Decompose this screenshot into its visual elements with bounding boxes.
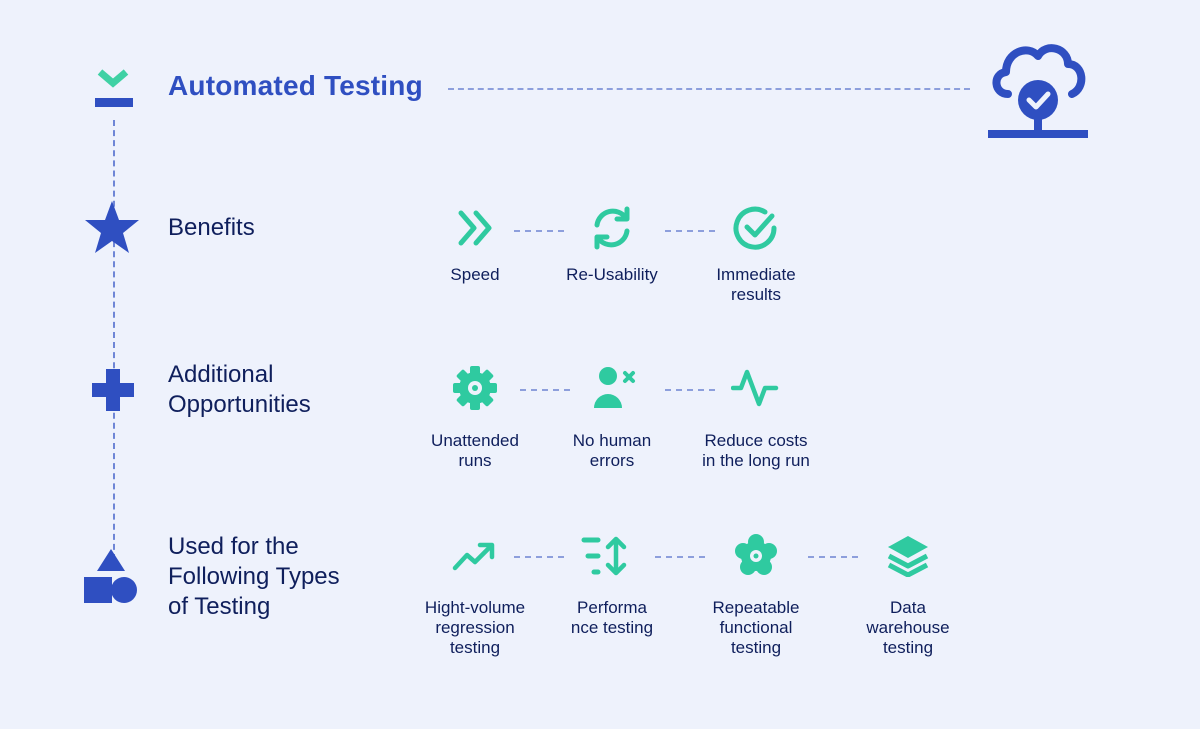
star-icon xyxy=(84,200,140,254)
connector xyxy=(665,230,715,232)
benefit-label-reusability: Re-Usability xyxy=(566,265,658,284)
header-download-check-icon xyxy=(94,68,134,110)
cloud-check-icon xyxy=(986,38,1090,140)
connector xyxy=(665,389,715,391)
pulse-icon xyxy=(730,368,779,408)
double-chevron-right-icon xyxy=(456,208,496,248)
flower-gear-icon xyxy=(733,533,779,579)
shapes-icon xyxy=(84,549,138,605)
check-circle-icon xyxy=(732,204,780,252)
gear-icon xyxy=(452,365,498,411)
refresh-icon xyxy=(589,205,635,251)
connector xyxy=(520,389,570,391)
trending-up-icon xyxy=(452,540,496,572)
header-connector xyxy=(448,88,970,90)
plus-icon xyxy=(92,369,134,411)
connector xyxy=(514,230,564,232)
benefit-label-speed: Speed xyxy=(450,265,500,284)
user-x-icon xyxy=(592,366,636,408)
section-title-benefits: Benefits xyxy=(168,214,255,241)
connector xyxy=(808,556,858,558)
sort-arrows-icon xyxy=(580,536,628,576)
connector xyxy=(514,556,564,558)
layers-icon xyxy=(886,535,930,578)
connector xyxy=(655,556,705,558)
timeline-line xyxy=(113,120,115,560)
page-title: Automated Testing xyxy=(168,70,423,101)
